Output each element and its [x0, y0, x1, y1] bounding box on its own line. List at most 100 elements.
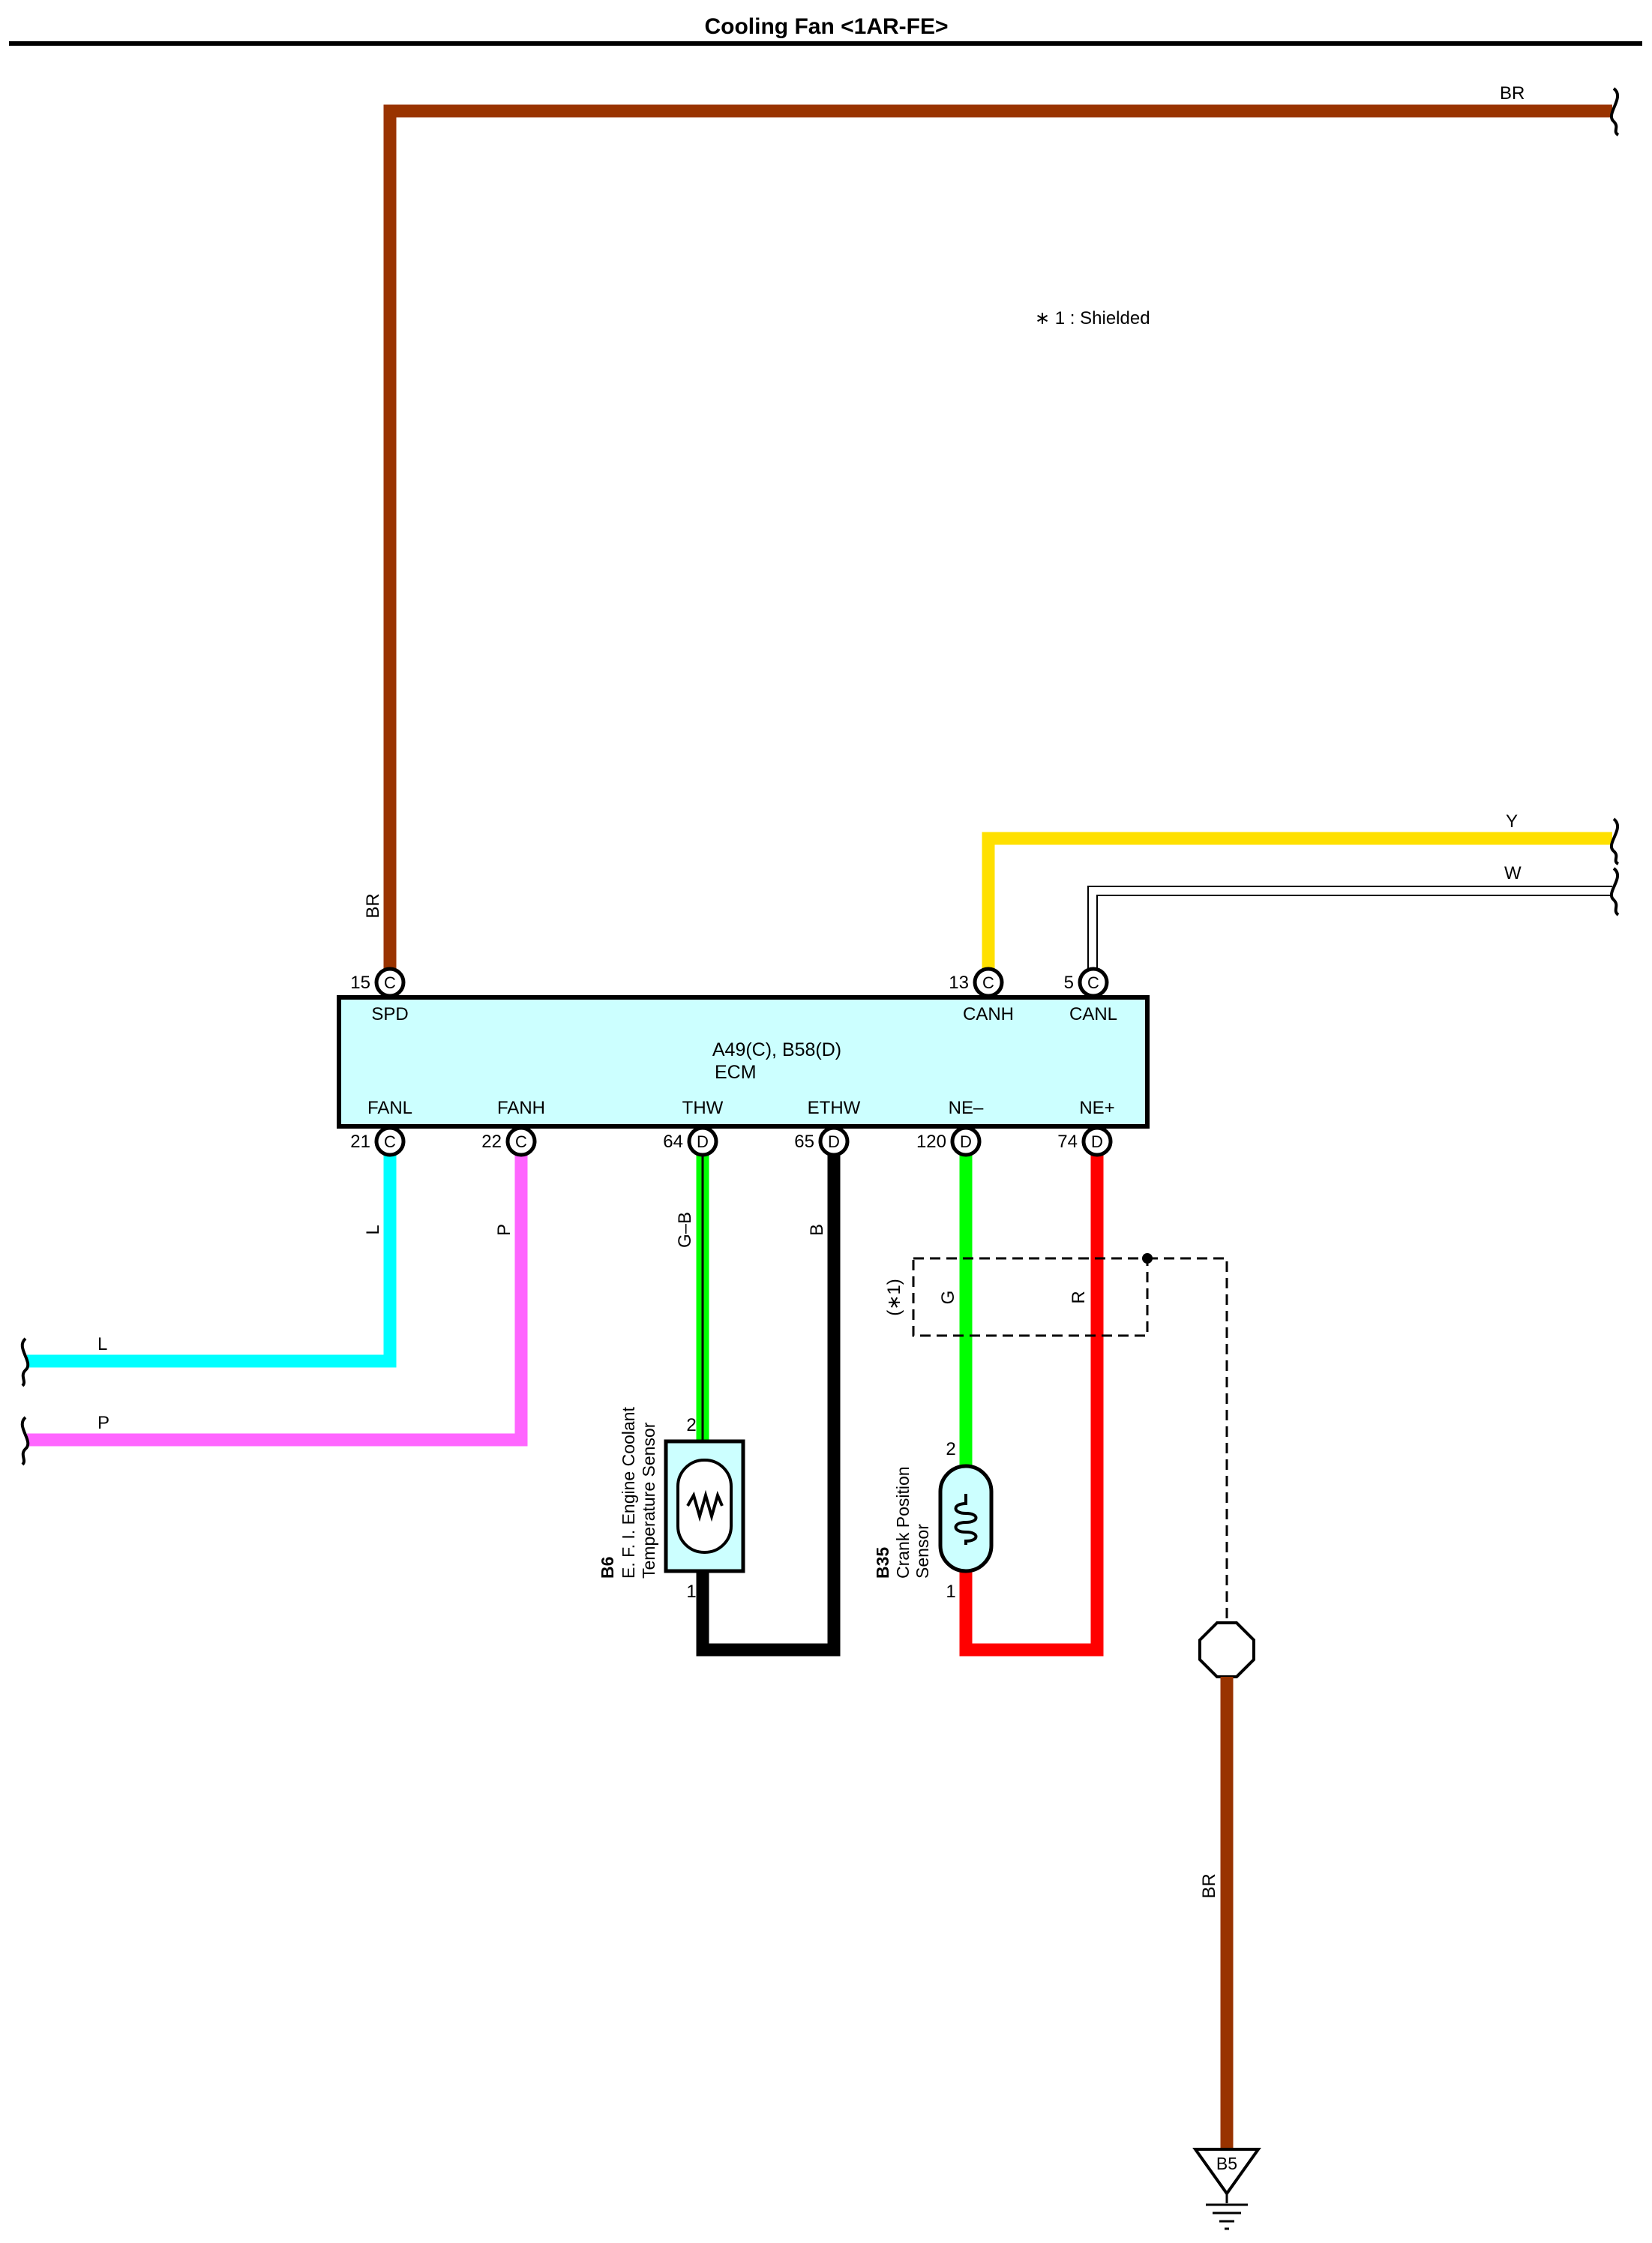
ecm-connectors: A49(C), B58(D)	[712, 1039, 841, 1060]
ecm-pin-spd: C 15 SPD	[350, 967, 409, 1024]
wire-label-p-horizontal: P	[97, 1413, 109, 1433]
pin-conn-canh: C	[982, 973, 994, 992]
pin-num-ne-minus: 120	[916, 1132, 946, 1152]
wire-l-fanl	[27, 1141, 397, 1368]
b6-element	[676, 1459, 733, 1554]
pin-signal-ethw: ETHW	[808, 1098, 861, 1118]
shield-drain-wire	[1147, 1257, 1228, 1624]
pin-conn-thw: D	[697, 1132, 709, 1151]
wire-label-w: W	[1504, 863, 1522, 883]
break-l-left	[20, 1337, 30, 1387]
ecm-box	[337, 995, 1150, 1129]
shield-label: (∗1)	[884, 1279, 904, 1315]
pin-conn-spd: C	[384, 973, 396, 992]
pin-signal-thw: THW	[682, 1098, 724, 1118]
pin-circle-thw	[687, 1126, 718, 1157]
break-y-right	[1610, 817, 1620, 865]
shield-ground-splice	[1198, 1621, 1255, 1678]
sensor-b6: 2 1 B6 E. F. I. Engine Coolant Temperatu…	[598, 1407, 745, 1602]
ecm-pin-canh: C 13 CANH	[949, 967, 1014, 1024]
pin-num-thw: 64	[663, 1132, 683, 1152]
pin-signal-canl: CANL	[1069, 1004, 1117, 1024]
pin-circle-ne-minus	[950, 1126, 982, 1157]
pin-circle-ne-plus	[1081, 1126, 1113, 1157]
wire-label-g: G	[938, 1291, 958, 1305]
pin-signal-spd: SPD	[371, 1004, 408, 1024]
pin-circle-fanh	[505, 1126, 537, 1157]
pin-signal-canh: CANH	[963, 1004, 1014, 1024]
ecm-pin-ne-plus: NE+ D 74	[1057, 1098, 1115, 1157]
wire-y-canh	[982, 832, 1612, 981]
wire-w-canl-outline-a	[1087, 886, 1612, 981]
pin-conn-ethw: D	[828, 1132, 840, 1151]
b35-body	[938, 1464, 994, 1573]
pin-num-ne-plus: 74	[1057, 1132, 1078, 1152]
b35-code: B35	[873, 1547, 892, 1579]
wire-label-br-vertical: BR	[363, 893, 383, 918]
pin-signal-fanh: FANH	[497, 1098, 545, 1118]
wire-br-spd	[383, 104, 1612, 981]
break-w-right	[1610, 867, 1620, 916]
pin-num-canh: 13	[949, 973, 969, 993]
break-p-left	[20, 1416, 30, 1466]
shield-box	[912, 1257, 1149, 1337]
pin-circle-spd	[374, 967, 406, 998]
ground-triangle	[1192, 2148, 1261, 2197]
pin-signal-fanl: FANL	[367, 1098, 412, 1118]
wire-b-ethw	[696, 1141, 841, 1657]
wire-label-l-vertical: L	[363, 1225, 383, 1234]
ecm-pin-ethw: ETHW D 65	[794, 1098, 861, 1157]
wire-label-br-top: BR	[1500, 83, 1525, 103]
pin-signal-ne-plus: NE+	[1079, 1098, 1114, 1118]
wire-w-canl-outline-b	[1096, 895, 1612, 981]
pin-circle-ethw	[818, 1126, 850, 1157]
ecm-name: ECM	[715, 1062, 757, 1083]
thermistor-icon	[686, 1489, 724, 1522]
b6-pin-bottom: 1	[686, 1582, 696, 1602]
shield-junction-dot	[1142, 1253, 1153, 1264]
wire-label-y: Y	[1506, 811, 1518, 832]
pin-signal-ne-minus: NE–	[949, 1098, 984, 1118]
b6-code: B6	[598, 1557, 617, 1579]
ecm-pin-fanh: FANH C 22	[481, 1098, 545, 1157]
pin-num-ethw: 65	[794, 1132, 814, 1152]
shield-note: ∗ 1 : Shielded	[1035, 308, 1150, 328]
sensor-b35: 2 1 B35 Crank Position Sensor	[873, 1439, 994, 1602]
wire-label-gb: G–B	[675, 1212, 695, 1248]
pin-num-fanl: 21	[350, 1132, 370, 1152]
diagram-title: Cooling Fan <1AR-FE>	[704, 14, 948, 39]
ecm-pin-canl: C 5 CANL	[1064, 967, 1117, 1024]
pin-conn-ne-minus: D	[960, 1132, 972, 1151]
ecm-pin-thw: THW D 64	[663, 1098, 724, 1157]
b35-name-line1: Crank Position	[893, 1466, 913, 1579]
pin-circle-canh	[973, 967, 1004, 998]
ecm-pin-ne-minus: NE– D 120	[916, 1098, 984, 1157]
pin-conn-canl: C	[1087, 973, 1099, 992]
b6-name-line2: Temperature Sensor	[639, 1422, 658, 1579]
wire-label-br-ground: BR	[1199, 1873, 1219, 1898]
wire-label-r: R	[1069, 1291, 1089, 1303]
pin-conn-fanh: C	[515, 1132, 527, 1151]
pickup-coil-icon	[954, 1494, 978, 1545]
b35-name-line2: Sensor	[913, 1524, 932, 1579]
ecm-pin-fanl: FANL C 21	[350, 1098, 412, 1157]
wire-label-b: B	[807, 1224, 827, 1236]
pin-conn-fanl: C	[384, 1132, 396, 1151]
break-br-right	[1610, 87, 1620, 136]
b35-pin-bottom: 1	[946, 1582, 955, 1602]
wire-label-l-horizontal: L	[97, 1334, 107, 1354]
pin-circle-canl	[1078, 967, 1109, 998]
b6-name-line1: E. F. I. Engine Coolant	[619, 1407, 638, 1579]
wire-p-fanh	[27, 1141, 528, 1447]
wire-r-ne-plus	[959, 1141, 1104, 1657]
pin-circle-fanl	[374, 1126, 406, 1157]
b35-pin-top: 2	[946, 1439, 955, 1459]
pin-num-spd: 15	[350, 973, 370, 993]
b6-pin-top: 2	[686, 1415, 696, 1435]
pin-num-fanh: 22	[481, 1132, 502, 1152]
wire-label-p-vertical: P	[494, 1224, 514, 1236]
pin-num-canl: 5	[1064, 973, 1074, 993]
pin-conn-ne-plus: D	[1091, 1132, 1103, 1151]
ground-code: B5	[1216, 2154, 1237, 2173]
